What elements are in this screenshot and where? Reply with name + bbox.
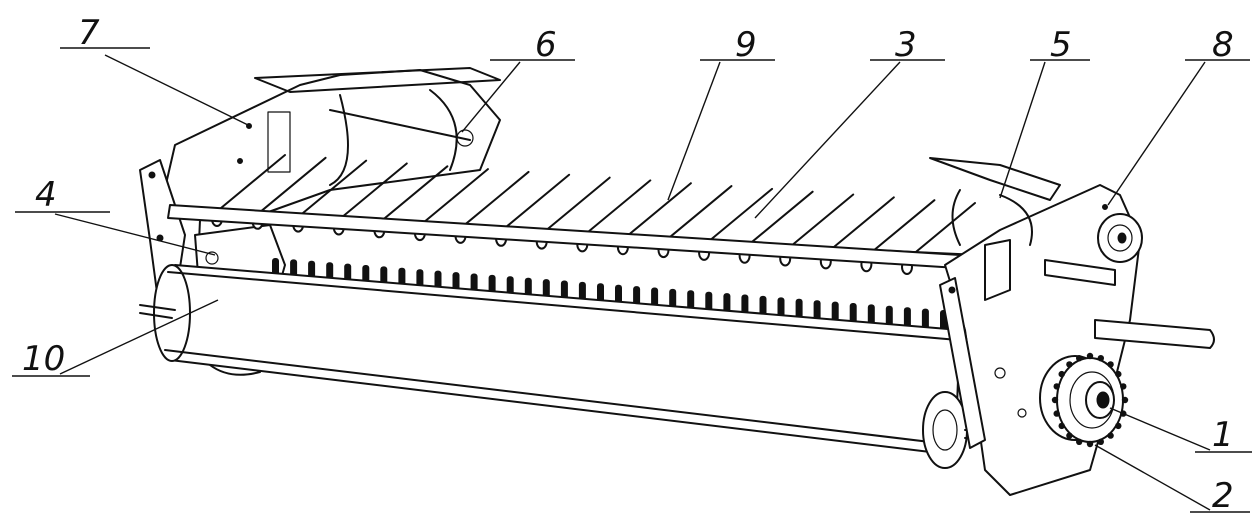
sprocket-tooth: [1097, 355, 1105, 362]
callout-label-10: 10: [22, 339, 65, 379]
tine: [822, 196, 895, 257]
callout-1: 1: [1109, 407, 1252, 455]
tine: [457, 170, 530, 231]
callout-9: 9: [667, 25, 775, 201]
callout-8: 8: [1107, 25, 1250, 206]
sprocket-tooth: [1120, 383, 1127, 390]
sprocket-tooth: [1086, 352, 1094, 360]
tine: [335, 162, 408, 223]
left-side-plate: [159, 67, 501, 301]
sprocket-tooth: [1097, 438, 1105, 445]
callout-10: 10: [12, 299, 219, 379]
sprocket-tooth: [1053, 410, 1060, 417]
right-bracket-arm: [939, 277, 986, 449]
sprocket-tooth: [1121, 396, 1129, 404]
sprocket-tooth: [1115, 370, 1122, 378]
tine: [782, 193, 855, 254]
drive-sprocket-assembly: [1039, 352, 1129, 448]
sprocket-tooth: [1076, 438, 1083, 445]
sprocket-tooth: [1107, 432, 1114, 439]
callout-7: 7: [60, 13, 249, 126]
callout-4: 4: [15, 175, 216, 256]
callout-3: 3: [754, 25, 945, 219]
callout-label-9: 9: [735, 25, 757, 65]
callout-label-1: 1: [1212, 415, 1234, 455]
sprocket-tooth: [1058, 370, 1065, 378]
sprocket-tooth: [1053, 383, 1060, 390]
callout-label-2: 2: [1212, 476, 1234, 516]
callout-label-3: 3: [895, 25, 917, 65]
tine: [538, 176, 611, 237]
callout-label-7: 7: [78, 13, 100, 53]
sprocket-tooth: [1115, 422, 1122, 430]
tine: [619, 182, 692, 243]
front-roller: [139, 264, 991, 469]
tine: [701, 187, 774, 248]
callout-6: 6: [461, 25, 575, 133]
sprocket-tooth: [1076, 355, 1083, 362]
callout-label-8: 8: [1212, 25, 1234, 65]
tine: [579, 179, 652, 240]
sprocket-tooth: [1066, 361, 1073, 368]
tine: [376, 165, 449, 226]
callout-5: 5: [999, 25, 1090, 199]
tine: [741, 190, 814, 251]
tine: [863, 199, 936, 260]
callout-2: 2: [1094, 444, 1250, 516]
callout-label-4: 4: [35, 175, 57, 215]
tine: [295, 159, 368, 220]
tine: [660, 185, 733, 246]
callout-label-6: 6: [535, 25, 557, 65]
sprocket-tooth: [1051, 396, 1059, 404]
sprocket-tooth: [1058, 422, 1065, 430]
tine: [254, 156, 327, 217]
upper-sprocket: [1097, 213, 1143, 263]
tine: [214, 154, 286, 214]
sprocket-tooth: [1066, 432, 1073, 439]
tine: [416, 168, 489, 229]
tine: [498, 173, 571, 234]
sprocket-tooth: [1107, 361, 1114, 368]
sprocket-tooth: [1086, 440, 1094, 448]
callout-label-5: 5: [1050, 25, 1072, 65]
right-shafts: [984, 239, 1215, 349]
